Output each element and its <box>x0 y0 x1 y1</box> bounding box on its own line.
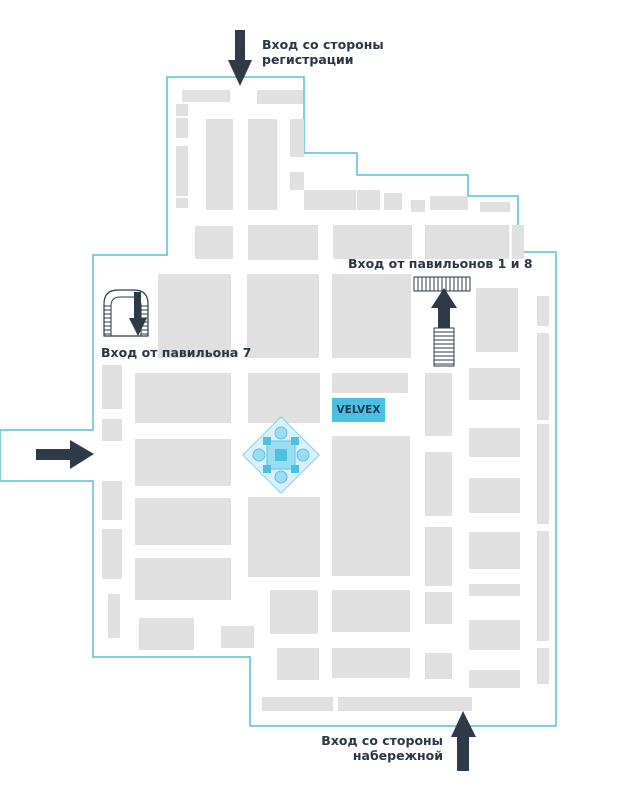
velvex-booth[interactable] <box>332 398 385 422</box>
booth <box>425 527 452 586</box>
stairs-icon <box>413 276 471 367</box>
booth <box>270 590 318 634</box>
entrance-embankment-line2: набережной <box>352 748 443 763</box>
booth <box>304 190 356 210</box>
booth <box>102 481 122 520</box>
booth <box>248 119 277 210</box>
booth <box>469 532 520 569</box>
booth <box>195 226 233 259</box>
booth <box>384 193 402 210</box>
booth <box>537 531 549 641</box>
booth <box>102 365 122 409</box>
entrance-registration-label: Вход со стороны регистрации <box>262 37 384 67</box>
booth <box>425 592 452 624</box>
booth <box>108 594 120 638</box>
booth <box>469 478 520 513</box>
booth <box>176 118 188 138</box>
booth <box>332 590 410 632</box>
booth <box>332 648 410 678</box>
booth <box>480 202 510 212</box>
entrance-embankment-line1: Вход со стороны <box>321 733 443 748</box>
entrance-registration-line1: Вход со стороны <box>262 37 384 52</box>
booth <box>469 620 520 650</box>
hall-outline <box>0 76 557 727</box>
booth <box>357 190 380 210</box>
booth <box>158 274 231 358</box>
booth <box>257 90 303 104</box>
booth <box>135 558 231 600</box>
booth <box>135 373 231 423</box>
booth <box>139 618 194 650</box>
booth <box>537 424 549 524</box>
arrow-up-icon <box>451 711 476 771</box>
entrance-pavilions-1-8-label: Вход от павильонов 1 и 8 <box>348 256 533 271</box>
booth <box>469 368 520 400</box>
booth <box>135 498 231 545</box>
booth <box>262 697 333 711</box>
booth <box>102 419 122 441</box>
booth <box>221 626 254 648</box>
booth <box>176 146 188 196</box>
booth <box>430 196 468 210</box>
booth <box>248 373 320 423</box>
booth <box>290 119 304 157</box>
arrow-down-icon <box>228 30 252 86</box>
booth <box>469 584 520 596</box>
booth <box>469 428 520 457</box>
booth <box>425 452 452 516</box>
booth <box>537 648 549 684</box>
arrow-right-icon <box>36 440 94 469</box>
booth <box>476 288 518 352</box>
booth <box>182 90 230 102</box>
booth <box>425 653 452 679</box>
booth <box>135 439 231 486</box>
fountain-icon <box>242 416 320 494</box>
booth <box>248 497 320 577</box>
entrance-embankment-label: Вход со стороны набережной <box>318 733 443 763</box>
booth <box>338 697 472 711</box>
booth <box>411 200 425 212</box>
booth <box>248 225 318 260</box>
booths-group <box>102 90 549 711</box>
booth <box>425 225 509 259</box>
booth <box>332 373 408 393</box>
booth <box>332 274 411 358</box>
booth <box>290 172 304 190</box>
entrance-registration-line2: регистрации <box>262 52 354 67</box>
booth <box>537 296 549 326</box>
booth <box>469 670 520 688</box>
booth <box>206 119 233 210</box>
booth <box>332 498 410 576</box>
booth <box>176 198 188 208</box>
entrance-pavilion-7-label: Вход от павильона 7 <box>101 345 252 360</box>
velvex-booth-label[interactable]: VELVEX <box>336 404 381 416</box>
booth <box>425 373 452 436</box>
booth <box>176 104 188 116</box>
booth <box>537 333 549 420</box>
booth <box>247 274 319 358</box>
booth <box>333 225 412 259</box>
escalator-icon <box>103 289 149 337</box>
booth <box>332 436 410 498</box>
booth <box>512 225 524 259</box>
booth <box>277 648 319 680</box>
booth <box>102 529 122 579</box>
